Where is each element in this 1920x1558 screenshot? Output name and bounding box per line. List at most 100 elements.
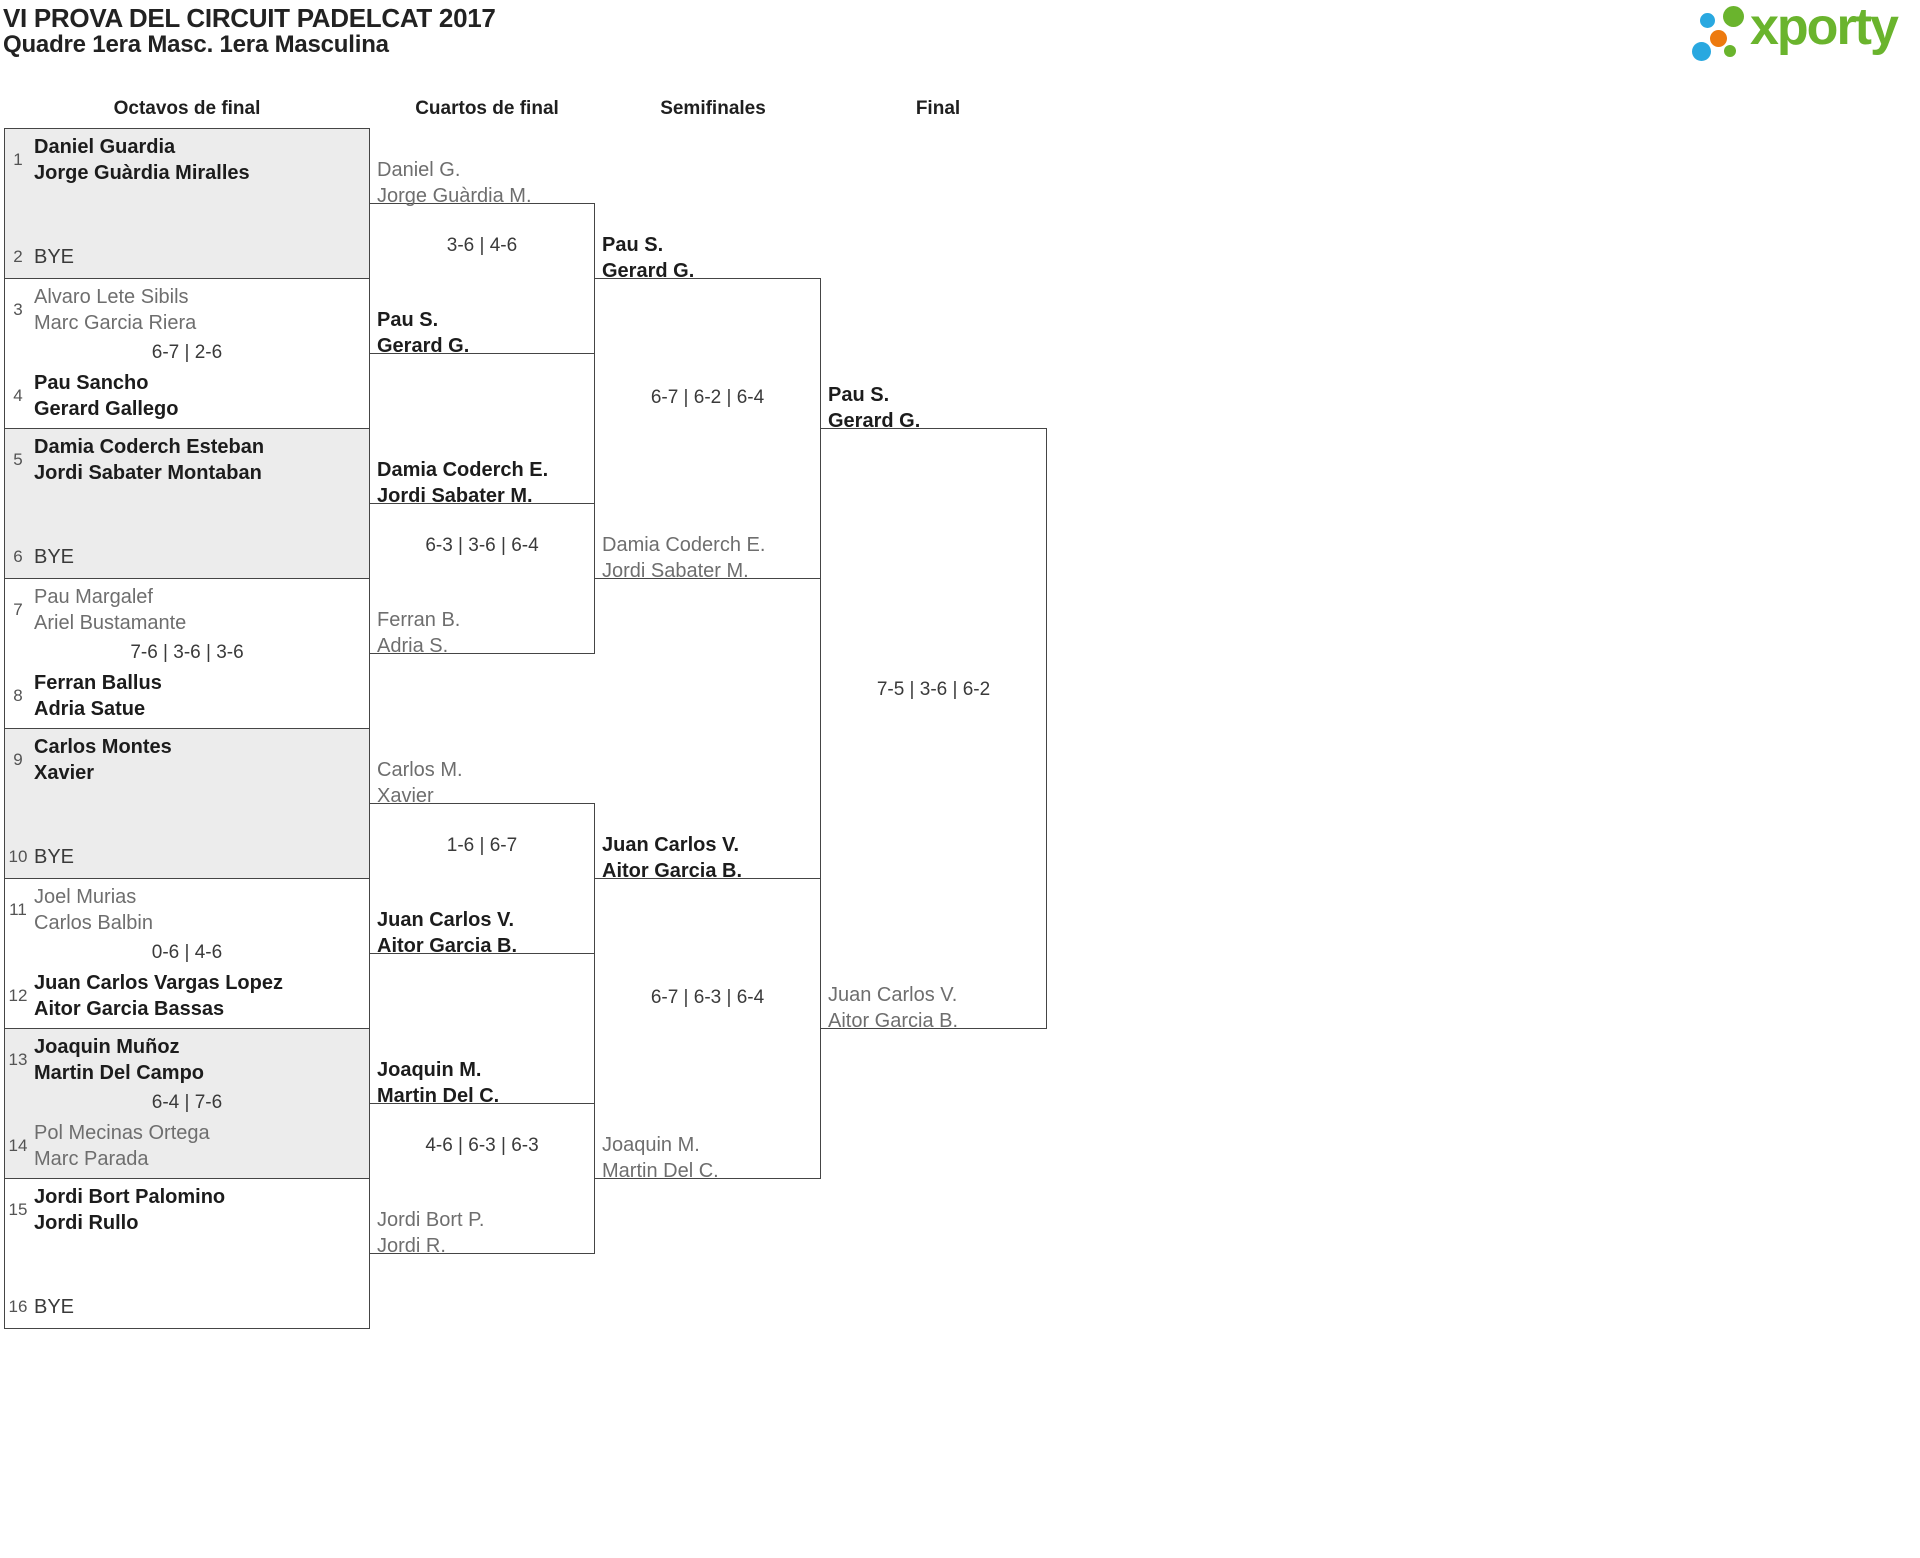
match-box-octavos-3 [4,428,370,579]
player-name: Damia Coderch E. [602,534,766,556]
match-score-cuartos-3: 1-6 | 6-7 [446,835,518,856]
team-names: BYE [34,844,74,870]
seed-number: 11 [9,900,27,919]
bye-label: BYE [34,1296,75,1318]
seed-number: 5 [13,450,23,469]
player-name: Daniel G. [377,159,461,181]
player-name: Pau Margalef [34,586,153,608]
logo-dot-blue-small-icon [1700,13,1715,28]
seed-number: 16 [8,1297,28,1316]
seed-number: 3 [13,300,23,319]
participant-label-cuartos-2-top: Damia Coderch E.Jordi Sabater M. [377,457,548,509]
player-name: Pau S. [828,384,890,406]
bracket-entry-seed-16: 16 BYE [6,1294,75,1320]
xporty-logo-text: xporty [1750,0,1899,56]
bracket-subtitle: Quadre 1era Masc. 1era Masculina [3,31,389,58]
logo-dot-green-large-icon [1723,6,1744,27]
match-score-octavos-6: 0-6 | 4-6 [151,942,223,963]
player-name: Gerard G. [828,410,921,432]
match-score-octavos-7: 6-4 | 7-6 [151,1092,223,1113]
player-name: Gerard G. [377,335,470,357]
seed-number: 15 [8,1200,28,1219]
player-name: Jordi Bort Palomino [34,1186,226,1208]
match-score-cuartos-1: 3-6 | 4-6 [446,235,518,256]
participant-label-semifinal-1-bottom: Damia Coderch E.Jordi Sabater M. [602,532,765,584]
seed-number: 8 [13,686,23,705]
match-box-final [820,428,1047,1029]
seed-number: 6 [13,547,23,566]
player-name: Gerard Gallego [34,398,179,420]
participant-label-cuartos-3-bottom: Juan Carlos V.Aitor Garcia B. [377,907,517,959]
player-name: Jordi Bort P. [377,1209,485,1231]
player-name: Adria S. [377,635,449,657]
match-box-octavos-1 [4,128,370,279]
match-score-semifinal-1: 6-7 | 6-2 | 6-4 [650,387,765,408]
seed-number: 10 [8,847,28,866]
player-name: Gerard G. [602,260,695,282]
player-name: Xavier [377,785,434,807]
player-name: Jordi Rullo [34,1212,139,1234]
logo-dot-blue-large-icon [1692,42,1711,61]
round-header-octavos: Octavos de final [113,98,261,119]
player-name: Aitor Garcia Bassas [34,998,225,1020]
player-name: Ariel Bustamante [34,612,187,634]
seed-number: 2 [13,247,23,266]
player-name: Juan Carlos V. [377,909,515,931]
player-name: Juan Carlos Vargas Lopez [34,972,283,994]
seed-number: 4 [13,386,23,405]
seed-number: 13 [8,1050,28,1069]
player-name: Adria Satue [34,698,146,720]
participant-label-cuartos-3-top: Carlos M.Xavier [377,757,463,809]
seed-number: 1 [13,150,23,169]
logo-dot-green-small-icon [1724,45,1736,57]
team-names: BYE [34,244,74,270]
match-box-octavos-5 [4,728,370,879]
xporty-logo: xporty [1690,0,1918,70]
page-title: VI PROVA DEL CIRCUIT PADELCAT 2017 [3,3,496,33]
seed-number: 12 [8,986,28,1005]
player-name: Damia Coderch Esteban [34,436,265,458]
seed-number: 9 [13,750,23,769]
player-name: Joaquin M. [377,1059,482,1081]
match-score-semifinal-2: 6-7 | 6-3 | 6-4 [650,987,765,1008]
bye-label: BYE [34,246,75,268]
player-name: Joaquin M. [602,1134,700,1156]
bracket-entry-seed-10: 10 BYE [6,844,75,870]
participant-label-semifinal-1-top: Pau S.Gerard G. [602,232,694,284]
match-score-octavos-4: 7-6 | 3-6 | 3-6 [130,642,244,663]
participant-label-cuartos-4-bottom: Jordi Bort P.Jordi R. [377,1207,484,1259]
player-name: Xavier [34,762,95,784]
seed-number: 14 [8,1136,28,1155]
player-name: Marc Parada [34,1148,149,1170]
match-score-cuartos-4: 4-6 | 6-3 | 6-3 [425,1135,539,1156]
match-score-octavos-2: 6-7 | 2-6 [151,342,223,363]
player-name: Carlos Montes [34,736,172,758]
bracket-entry-seed-6: 6 BYE [6,544,74,570]
round-header-final: Final [915,98,961,119]
player-name: Juan Carlos V. [828,984,958,1006]
player-name: Alvaro Lete Sibils [34,286,189,308]
logo-dot-orange-icon [1710,30,1727,47]
participant-label-final-bottom: Juan Carlos V.Aitor Garcia B. [828,982,958,1034]
participant-label-semifinal-2-bottom: Joaquin M.Martin Del C. [602,1132,719,1184]
bracket-entry-seed-2: 2 BYE [6,244,74,270]
participant-label-cuartos-1-top: Daniel G.Jorge Guàrdia M. [377,157,532,209]
player-name: Pol Mecinas Ortega [34,1122,210,1144]
